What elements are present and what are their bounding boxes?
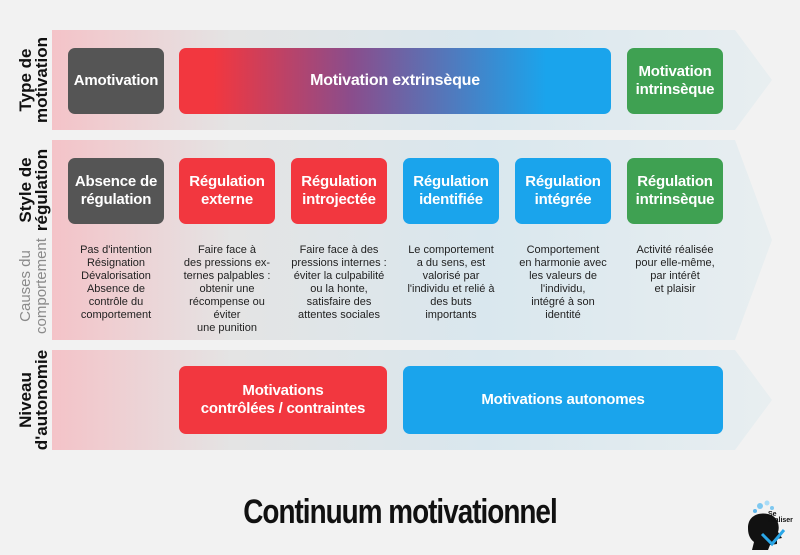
extrinsic-motivation-box: Motivation extrinsèque xyxy=(179,48,611,114)
autonomous-motivations-box: Motivations autonomes xyxy=(403,366,723,434)
se-realiser-logo: Se réaliser xyxy=(742,500,794,550)
diagram-title: Continuum motivationnel xyxy=(243,493,557,531)
intrinsic-motivation-box: Motivation intrinsèque xyxy=(627,48,723,114)
desc-identified: Le comportement a du sens, est valorisé … xyxy=(407,244,495,321)
logo-text: Se réaliser xyxy=(768,511,793,525)
desc-introjected: Faire face à des pressions internes : év… xyxy=(291,244,387,321)
row-label-type: Type de motivation xyxy=(15,37,51,123)
controlled-motivations-box: Motivations contrôlées / contraintes xyxy=(179,366,387,434)
row-label-causes: Causes du comportement xyxy=(17,238,50,334)
desc-intrinsic: Activité réalisée pour elle-même, par in… xyxy=(635,244,715,295)
regulation-absence-box: Absence de régulation xyxy=(68,158,164,224)
desc-integrated: Comportement en harmonie avec les valeur… xyxy=(519,244,607,321)
desc-absence: Pas d'intention Résignation Dévalorisati… xyxy=(80,244,152,321)
head-silhouette-icon xyxy=(748,500,786,550)
desc-external: Faire face à des pressions ex- ternes pa… xyxy=(183,244,271,334)
regulation-integrated-box: Régulation intégrée xyxy=(515,158,611,224)
regulation-external-box: Régulation externe xyxy=(179,158,275,224)
regulation-introjected-box: Régulation introjectée xyxy=(291,158,387,224)
row-label-autonomy: Niveau d'autonomie xyxy=(15,349,51,451)
amotivation-box: Amotivation xyxy=(68,48,164,114)
regulation-intrinsic-box: Régulation intrinsèque xyxy=(627,158,723,224)
regulation-identified-box: Régulation identifiée xyxy=(403,158,499,224)
